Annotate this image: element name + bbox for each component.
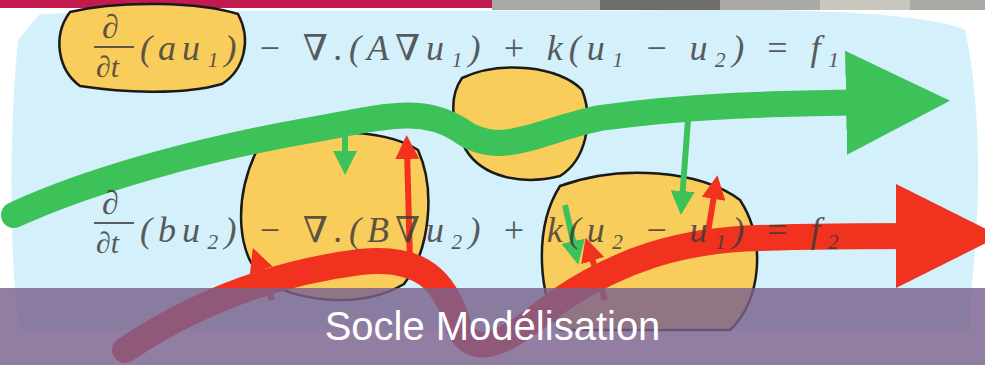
photo-strip bbox=[492, 0, 985, 10]
photo-strip bbox=[600, 0, 720, 10]
medium-ground bbox=[12, 10, 979, 330]
exchange-arrow bbox=[258, 120, 715, 300]
partial-symbol: ∂ bbox=[102, 186, 119, 220]
green-flow bbox=[14, 102, 885, 215]
top-stripe bbox=[0, 0, 492, 8]
banner-title: Socle Modélisation bbox=[325, 304, 661, 349]
photo-strip bbox=[820, 0, 910, 10]
partial-symbol: ∂ bbox=[102, 10, 119, 44]
fraction-bar bbox=[94, 47, 134, 223]
partial-denominator: ∂t bbox=[96, 52, 119, 82]
title-band: Socle Modélisation bbox=[0, 288, 985, 365]
partial-denominator: ∂t bbox=[96, 228, 119, 258]
equation: (au₁) − ∇.(A∇u₁) + k(u₁ − u₂) = f₁ bbox=[140, 30, 845, 66]
equation: (bu₂) − ∇.(B∇u₂) + k(u₂ − u₁) = f₂ bbox=[140, 212, 845, 248]
